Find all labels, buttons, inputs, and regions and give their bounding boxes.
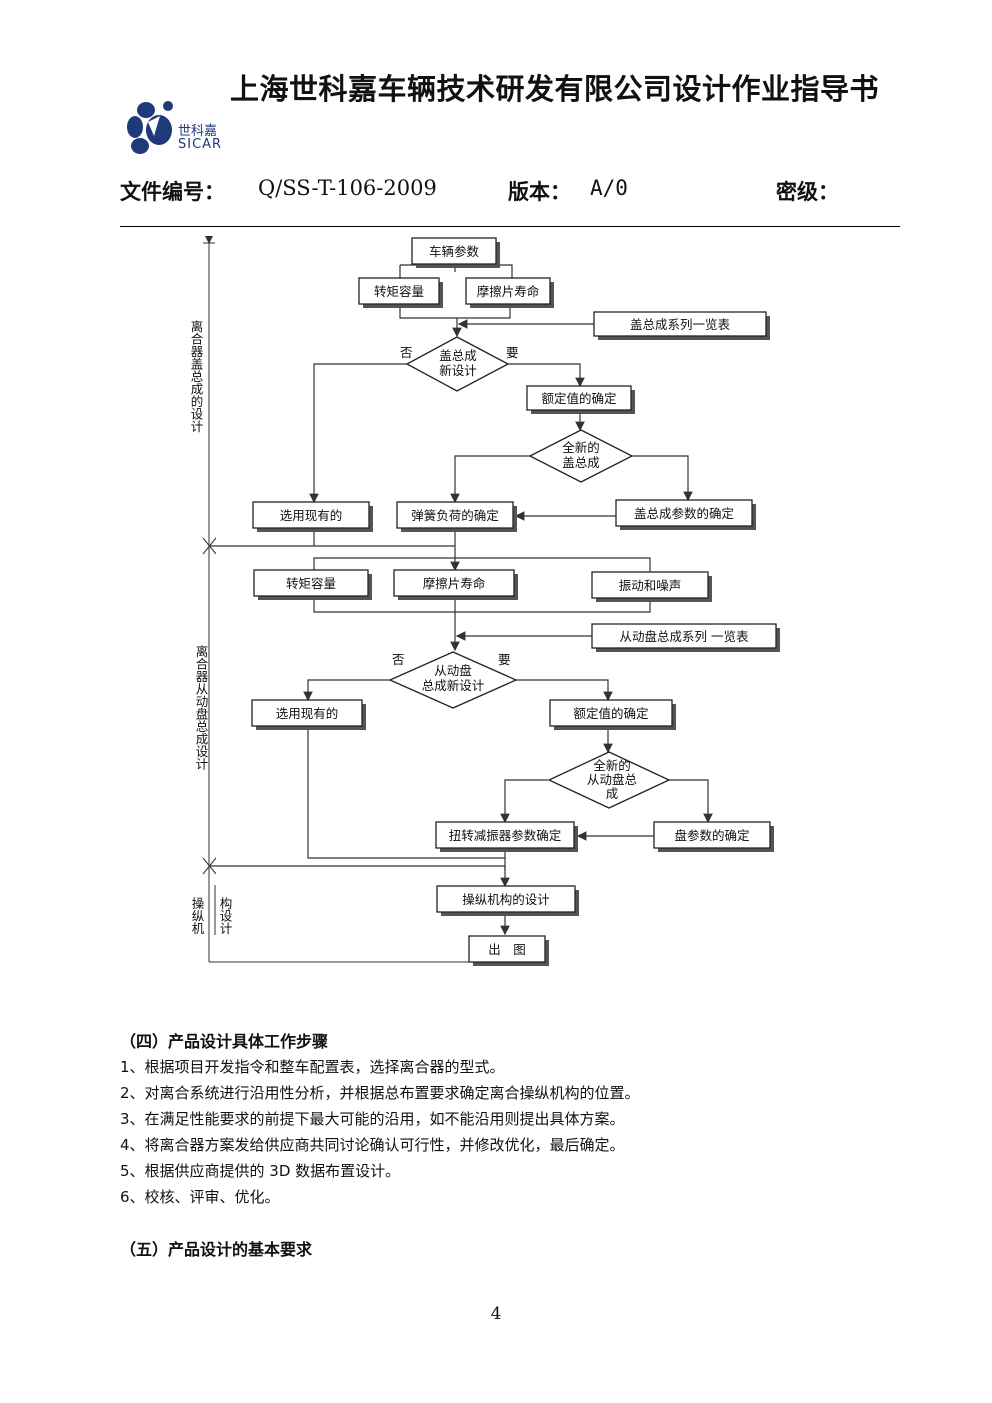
svg-text:转矩容量: 转矩容量 <box>286 576 336 591</box>
page-number: 4 <box>490 1304 502 1324</box>
node-select-existing-1: 选用现有的 <box>252 501 373 532</box>
svg-text:成: 成 <box>606 786 619 801</box>
svg-text:额定值的确定: 额定值的确定 <box>541 391 616 406</box>
doc-number-label: 文件编号： <box>120 180 225 204</box>
node-select-existing-2: 选用现有的 <box>251 699 366 730</box>
node-torque-capacity-1: 转矩容量 <box>358 277 443 308</box>
svg-text:操纵机构的设计: 操纵机构的设计 <box>462 892 550 907</box>
node-vibration-noise: 振动和噪声 <box>591 571 712 602</box>
step-item: 5、根据供应商提供的 3D 数据布置设计。 <box>120 1162 401 1180</box>
section4-steps: 1、根据项目开发指令和整车配置表，选择离合器的型式。 2、对离合系统进行沿用性分… <box>120 1054 640 1210</box>
svg-text:摩擦片寿命: 摩擦片寿命 <box>423 576 486 591</box>
svg-text:选用现有的: 选用现有的 <box>280 508 343 523</box>
svg-text:全新的: 全新的 <box>593 758 631 773</box>
node-vehicle-params: 车辆参数 <box>411 237 500 268</box>
section5-heading: （五）产品设计的基本要求 <box>120 1240 313 1259</box>
node-actuation-design: 操纵机构的设计 <box>436 885 579 916</box>
version-value: A/0 <box>590 176 628 200</box>
node-disc-series-list: 从动盘总成系列 一览表 <box>591 623 780 652</box>
section3-label-b: 构设计 <box>218 896 233 935</box>
node-torque-capacity-2: 转矩容量 <box>253 569 372 600</box>
node-friction-life-2: 摩擦片寿命 <box>393 569 518 600</box>
doc-number-value: Q/SS-T-106-2009 <box>258 176 437 200</box>
node-cover-series-list: 盖总成系列一览表 <box>593 311 770 340</box>
secret-level-field: 密级： <box>776 176 839 206</box>
svg-text:盖总成: 盖总成 <box>439 348 477 363</box>
node-cover-params: 盖总成参数的确定 <box>615 499 756 530</box>
page-title: 上海世科嘉车辆技术研发有限公司设计作业指导书 <box>230 72 880 106</box>
svg-text:从动盘: 从动盘 <box>434 663 472 678</box>
label-no-1: 否 <box>400 345 413 360</box>
section1-label: 离合器盖总成的设计 <box>189 319 204 433</box>
decision-cover-new-design: 盖总成 新设计 <box>405 336 510 392</box>
header-rule <box>120 226 900 227</box>
clutch-design-flowchart: 离合器盖总成的设计 离合器从动盘总成设计 操纵机 构设计 <box>189 236 780 966</box>
node-damper-params: 扭转减振器参数确定 <box>435 821 578 852</box>
logo-english-name: SICAR <box>178 137 223 152</box>
decision-all-new-cover: 全新的 盖总成 <box>528 429 634 483</box>
connectors-section1 <box>209 264 693 547</box>
step-item: 4、将离合器方案发给供应商共同讨论确认可行性，并修改优化，最后确定。 <box>120 1136 625 1154</box>
node-spring-load: 弹簧负荷的确定 <box>396 501 517 532</box>
svg-text:弹簧负荷的确定: 弹簧负荷的确定 <box>411 508 499 523</box>
svg-text:选用现有的: 选用现有的 <box>276 706 339 721</box>
decision-disc-new-design: 从动盘 总成新设计 <box>388 651 518 709</box>
svg-text:额定值的确定: 额定值的确定 <box>573 706 648 721</box>
svg-text:新设计: 新设计 <box>439 363 477 378</box>
decision-all-new-disc: 全新的 从动盘总 成 <box>547 751 671 809</box>
node-disc-params: 盘参数的确定 <box>653 821 774 852</box>
version-field: 版本： <box>508 176 571 206</box>
svg-text:振动和噪声: 振动和噪声 <box>619 578 682 593</box>
step-item: 6、校核、评审、优化。 <box>120 1188 280 1206</box>
sicar-logo-icon <box>127 101 173 154</box>
node-rated-value-2: 额定值的确定 <box>549 699 676 730</box>
svg-text:转矩容量: 转矩容量 <box>374 284 424 299</box>
step-item: 1、根据项目开发指令和整车配置表，选择离合器的型式。 <box>120 1058 505 1076</box>
logo-chinese-name: 世科嘉 <box>178 124 218 139</box>
svg-text:摩擦片寿命: 摩擦片寿命 <box>477 284 540 299</box>
node-rated-value-1: 额定值的确定 <box>526 385 635 414</box>
svg-text:出 图: 出 图 <box>488 942 526 957</box>
version-label: 版本： <box>508 180 571 204</box>
section4-heading: （四）产品设计具体工作步骤 <box>120 1032 329 1051</box>
step-item: 3、在满足性能要求的前提下最大可能的沿用，如不能沿用则提出具体方案。 <box>120 1110 625 1128</box>
svg-text:从动盘总成系列 一览表: 从动盘总成系列 一览表 <box>620 629 749 644</box>
svg-text:总成新设计: 总成新设计 <box>422 678 485 693</box>
label-yes-1: 要 <box>506 345 519 360</box>
left-dimension-lines <box>202 236 470 963</box>
label-yes-2: 要 <box>498 652 511 667</box>
node-drawing: 出 图 <box>468 935 549 966</box>
connectors-section2 <box>209 546 713 870</box>
step-item: 2、对离合系统进行沿用性分析，并根据总布置要求确定离合操纵机构的位置。 <box>120 1084 640 1102</box>
svg-text:扭转减振器参数确定: 扭转减振器参数确定 <box>449 828 562 843</box>
svg-text:全新的: 全新的 <box>562 440 600 455</box>
svg-text:从动盘总: 从动盘总 <box>587 772 637 787</box>
svg-text:盖总成参数的确定: 盖总成参数的确定 <box>634 506 734 521</box>
secret-level-label: 密级： <box>776 180 839 204</box>
svg-text:盘参数的确定: 盘参数的确定 <box>674 828 749 843</box>
label-no-2: 否 <box>392 652 405 667</box>
section2-label: 离合器从动盘总成设计 <box>194 644 209 770</box>
node-friction-life-1: 摩擦片寿命 <box>465 277 554 308</box>
doc-number-field: 文件编号： <box>120 176 225 206</box>
svg-text:盖总成系列一览表: 盖总成系列一览表 <box>630 317 731 332</box>
svg-text:车辆参数: 车辆参数 <box>429 244 480 259</box>
svg-text:盖总成: 盖总成 <box>562 455 600 470</box>
section3-label-a: 操纵机 <box>190 896 205 935</box>
